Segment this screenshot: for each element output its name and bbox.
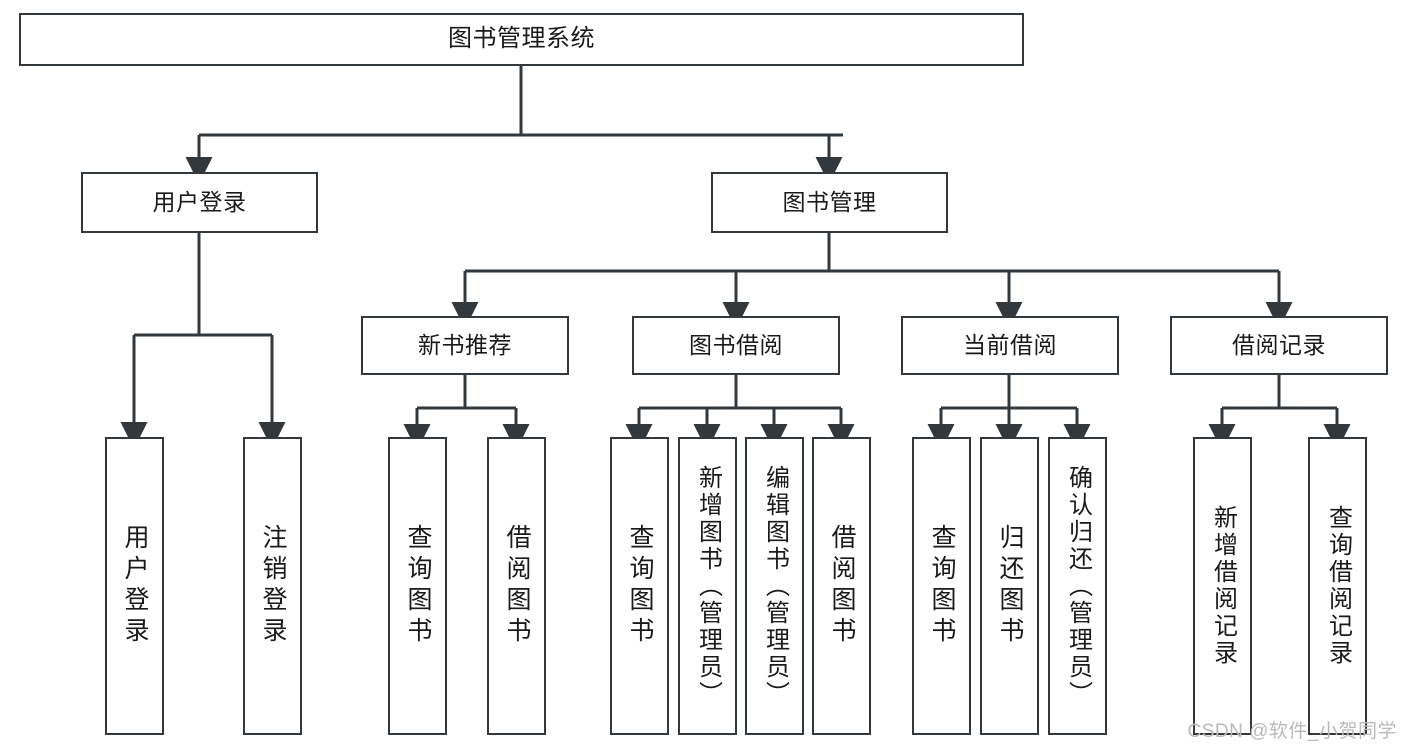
leaf-newbook-borrow-book[interactable]: 借阅图书 [487, 437, 546, 735]
node-label: 查询图书 [404, 524, 432, 648]
node-label: 注销登录 [259, 524, 287, 648]
leaf-borrow-query-book[interactable]: 查询图书 [610, 437, 669, 735]
node-book-management[interactable]: 图书管理 [711, 172, 948, 233]
node-label: 新增借阅记录 [1209, 505, 1237, 667]
node-user-login[interactable]: 用户登录 [81, 172, 318, 233]
node-label: 图书借阅 [689, 331, 783, 358]
node-label: 用户登录 [152, 188, 247, 215]
node-label: 图书管理 [782, 188, 877, 215]
leaf-newbook-query-book[interactable]: 查询图书 [388, 437, 447, 735]
node-label: 查询借阅记录 [1324, 505, 1352, 667]
node-label: 新书推荐 [418, 331, 512, 358]
node-label: 当前借阅 [963, 331, 1057, 358]
leaf-borrow-borrow-book[interactable]: 借阅图书 [812, 437, 871, 735]
node-label: 查询图书 [626, 524, 654, 648]
leaf-records-query-record[interactable]: 查询借阅记录 [1308, 437, 1367, 735]
leaf-current-confirm-return-admin[interactable]: 确认归还（管理员） [1048, 437, 1107, 735]
node-label: 借阅图书 [828, 524, 856, 648]
node-label: 借阅记录 [1232, 331, 1326, 358]
watermark-text: CSDN @软件_小贺同学 [1187, 721, 1397, 742]
node-root-system[interactable]: 图书管理系统 [19, 13, 1024, 66]
leaf-user-login[interactable]: 用户登录 [105, 437, 164, 735]
node-label: 用户登录 [121, 524, 149, 648]
node-label: 确认归还（管理员） [1064, 464, 1092, 708]
node-book-borrow[interactable]: 图书借阅 [632, 316, 840, 375]
leaf-current-return-book[interactable]: 归还图书 [980, 437, 1039, 735]
node-new-book-recommend[interactable]: 新书推荐 [361, 316, 569, 375]
node-current-borrow[interactable]: 当前借阅 [901, 316, 1119, 375]
node-borrow-records[interactable]: 借阅记录 [1170, 316, 1388, 375]
leaf-records-add-record[interactable]: 新增借阅记录 [1193, 437, 1252, 735]
node-label: 图书管理系统 [448, 25, 595, 53]
node-label: 归还图书 [996, 524, 1024, 648]
node-label: 借阅图书 [503, 524, 531, 648]
leaf-current-query-book[interactable]: 查询图书 [912, 437, 971, 735]
node-label: 编辑图书（管理员） [761, 464, 789, 708]
node-label: 新增图书（管理员） [694, 464, 722, 708]
leaf-borrow-add-book-admin[interactable]: 新增图书（管理员） [678, 437, 737, 735]
leaf-borrow-edit-book-admin[interactable]: 编辑图书（管理员） [745, 437, 804, 735]
leaf-user-logout[interactable]: 注销登录 [243, 437, 302, 735]
node-label: 查询图书 [928, 524, 956, 648]
